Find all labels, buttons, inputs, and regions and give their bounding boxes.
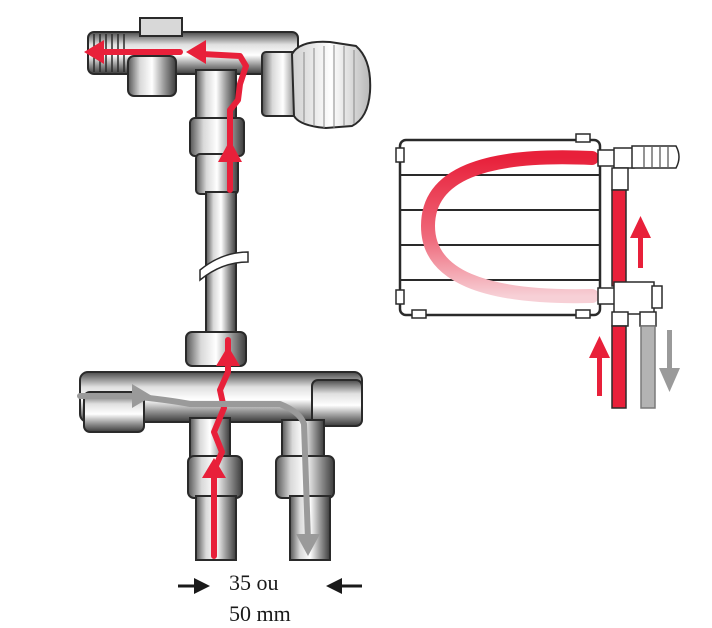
flow-arrowhead (84, 40, 104, 64)
return-arrowhead-inlet (132, 384, 152, 408)
dimension-label-line1: 35 ou (229, 570, 279, 595)
dimension-arrows (178, 578, 362, 594)
flow-arrowhead (186, 40, 206, 64)
flow-arrowhead (202, 458, 226, 478)
up-arrow-upper (630, 216, 651, 238)
dimension-arrow-left (194, 578, 210, 594)
flow-arrowhead (218, 140, 242, 162)
thermostatic-head (290, 40, 372, 130)
mini-thermostatic-head (631, 145, 680, 169)
return-arrowhead (296, 534, 320, 556)
flow-arrowhead (216, 346, 240, 366)
heat-arc (420, 150, 599, 304)
schematic-arrows (589, 216, 680, 396)
supply-pipe (611, 325, 627, 409)
dimension-arrow-right (326, 578, 342, 594)
radiator-schematic (395, 133, 680, 409)
up-arrow-lower (589, 336, 610, 358)
flow-arrowheads (84, 40, 242, 478)
valve-assembly (79, 17, 372, 561)
riser-pipe (199, 191, 249, 343)
dimension-label-line2: 50 mm (229, 601, 291, 626)
down-arrow-return (659, 368, 680, 392)
return-pipe (640, 325, 656, 409)
